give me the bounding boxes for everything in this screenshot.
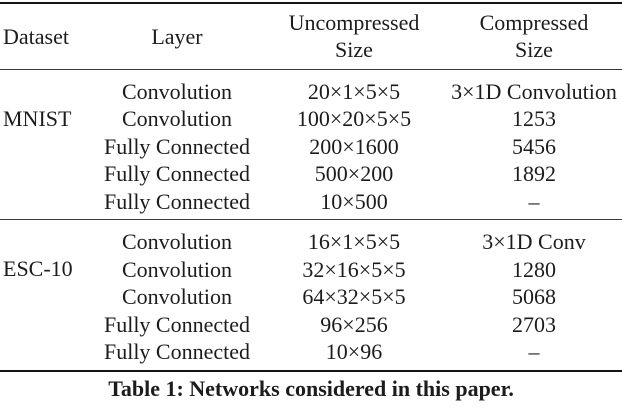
- cell-layer: Convolution: [121, 256, 232, 282]
- header-dataset: Dataset: [3, 23, 69, 49]
- cell-layer: Convolution: [121, 229, 232, 254]
- cell-compressed-size: 3×1D Conv: [482, 229, 586, 254]
- cell-layer: Fully Connected: [103, 133, 251, 159]
- section-mnist: MNIST Convolution 20×1×5×5 3×1D Convolut…: [0, 69, 622, 220]
- cell-uncompressed-size: 96×256: [320, 311, 388, 337]
- cell-uncompressed-size: 32×16×5×5: [302, 256, 406, 282]
- dataset-label-text: ESC-10: [3, 256, 73, 281]
- cell-layer: Convolution: [121, 106, 232, 131]
- cell-uncompressed-size: 64×32×5×5: [302, 284, 406, 309]
- cell-compressed-size: 2703: [512, 311, 556, 337]
- cell-compressed-size: 3×1D Convolution: [451, 78, 617, 104]
- dataset-label-mnist: MNIST: [0, 69, 92, 220]
- header-compressed-size: Compressed Size: [479, 10, 589, 63]
- table-row: Convolution 32×16×5×5 1280: [0, 256, 622, 284]
- table-row: Fully Connected 200×1600 5456: [0, 133, 622, 161]
- table-row: Fully Connected 10×500 –: [0, 188, 622, 220]
- table-row: Fully Connected 96×256 2703: [0, 311, 622, 339]
- networks-table: Dataset Layer Uncompressed Size Compress…: [0, 2, 622, 372]
- cell-uncompressed-size: 500×200: [314, 161, 394, 186]
- table-row: MNIST Convolution 20×1×5×5 3×1D Convolut…: [0, 69, 622, 131]
- cell-layer: Fully Connected: [103, 311, 251, 337]
- table-row: Fully Connected 500×200 1892: [0, 160, 622, 188]
- table-row: Convolution 64×32×5×5 5068: [0, 283, 622, 311]
- table-header: Dataset Layer Uncompressed Size Compress…: [0, 3, 622, 69]
- cell-uncompressed-size: 100×20×5×5: [296, 106, 412, 131]
- cell-layer: Convolution: [121, 284, 232, 309]
- cell-compressed-size: 1892: [512, 161, 556, 186]
- cell-uncompressed-size: 10×96: [325, 339, 383, 364]
- header-layer: Layer: [151, 23, 203, 49]
- cell-layer: Fully Connected: [103, 161, 251, 186]
- cell-uncompressed-size: 20×1×5×5: [307, 78, 401, 104]
- cell-uncompressed-size: 200×1600: [309, 133, 399, 159]
- table-row: Fully Connected 10×96 –: [0, 338, 622, 371]
- header-uncompressed-size: Uncompressed Size: [288, 10, 420, 63]
- cell-compressed-size: –: [528, 188, 540, 214]
- dataset-label-esc10: ESC-10: [0, 220, 92, 371]
- cell-compressed-size: 1253: [512, 106, 556, 131]
- header-row: Dataset Layer Uncompressed Size Compress…: [0, 3, 622, 69]
- cell-compressed-size: 5068: [512, 284, 556, 309]
- table-row: Convolution 100×20×5×5 1253: [0, 105, 622, 133]
- cell-compressed-size: –: [528, 339, 540, 364]
- cell-uncompressed-size: 10×500: [320, 188, 388, 214]
- cell-layer: Fully Connected: [103, 339, 251, 364]
- cell-layer: Fully Connected: [103, 188, 251, 214]
- section-esc10: ESC-10 Convolution 16×1×5×5 3×1D Conv Co…: [0, 220, 622, 371]
- cell-layer: Convolution: [121, 78, 232, 104]
- cell-compressed-size: 1280: [512, 256, 556, 282]
- cell-compressed-size: 5456: [512, 133, 556, 159]
- dataset-label-text: MNIST: [3, 105, 72, 131]
- table-caption: Table 1: Networks considered in this pap…: [108, 375, 514, 401]
- table-row: ESC-10 Convolution 16×1×5×5 3×1D Conv: [0, 220, 622, 281]
- cell-uncompressed-size: 16×1×5×5: [307, 229, 401, 254]
